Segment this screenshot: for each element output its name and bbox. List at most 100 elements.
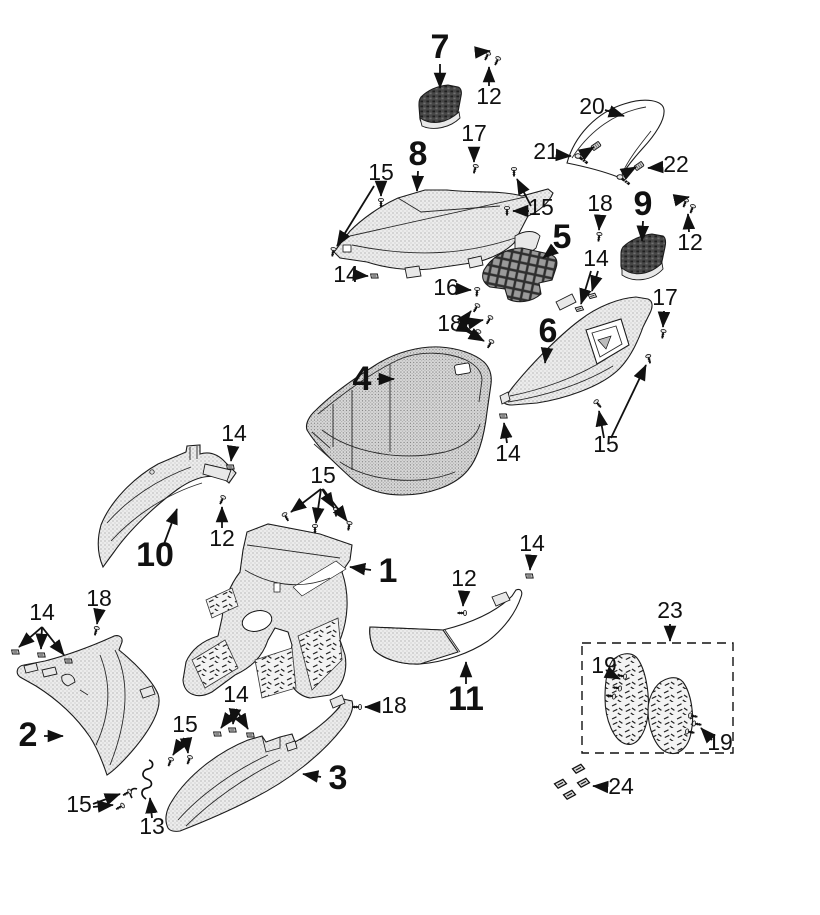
callout-9: 9 <box>634 185 653 242</box>
callout-12-label: 12 <box>451 565 477 591</box>
part-1-center-footboard <box>182 523 353 699</box>
callout-15-f: 15 <box>66 791 121 817</box>
callout-14-d: 14 <box>221 420 247 462</box>
callout-19-a: 19 <box>591 652 621 680</box>
callout-12-c: 12 <box>209 506 235 551</box>
callout-15-a: 15 <box>336 159 394 247</box>
callout-23-label: 23 <box>657 597 683 623</box>
part-6-side-panel <box>499 293 653 406</box>
callout-15-label: 15 <box>368 159 394 185</box>
callout-22: 22 <box>647 151 689 177</box>
callout-2-label: 2 <box>19 716 38 754</box>
callout-17-b: 17 <box>652 284 678 328</box>
callout-12-top: 12 <box>476 66 502 109</box>
callout-15-label: 15 <box>593 431 619 457</box>
callout-14-label: 14 <box>223 681 249 707</box>
callout-6: 6 <box>539 312 558 364</box>
callout-12-b: 12 <box>677 213 703 255</box>
callout-14-label: 14 <box>29 599 55 625</box>
callout-21-label: 21 <box>533 138 559 164</box>
callout-12-d: 12 <box>451 565 477 607</box>
callout-18-label: 18 <box>86 585 112 611</box>
callout-5-label: 5 <box>553 218 572 256</box>
callout-8-label: 8 <box>409 135 428 173</box>
callout-17-top: 17 <box>461 120 487 163</box>
callout-10: 10 <box>136 508 178 574</box>
callout-22-label: 22 <box>663 151 689 177</box>
callout-3: 3 <box>302 759 348 797</box>
callout-18-label: 18 <box>381 692 407 718</box>
callout-14-b: 14 <box>579 245 609 305</box>
callout-23: 23 <box>657 597 683 642</box>
callout-12-label: 12 <box>476 83 502 109</box>
callout-18-e: 18 <box>364 692 407 718</box>
callout-3-label: 3 <box>329 759 348 797</box>
callout-20: 20 <box>579 93 625 119</box>
callout-15-label: 15 <box>310 462 336 488</box>
part-13-trim-wire <box>129 759 154 800</box>
callout-4-label: 4 <box>353 360 372 398</box>
callout-24-label: 24 <box>608 773 634 799</box>
callout-15-label: 15 <box>172 711 198 737</box>
callout-14-e: 14 <box>519 530 545 571</box>
part-8-side-fairing <box>333 188 554 279</box>
callout-21: 21 <box>533 138 572 164</box>
callout-14-label: 14 <box>495 440 521 466</box>
callout-19-label: 19 <box>707 729 733 755</box>
callout-16-label: 16 <box>433 274 459 300</box>
callout-14-label: 14 <box>519 530 545 556</box>
callout-17-label: 17 <box>652 284 678 310</box>
part-5-inspection-cover <box>482 247 558 303</box>
callout-18-label: 18 <box>587 190 613 216</box>
part-7-grille <box>418 84 462 129</box>
callout-7-label: 7 <box>431 28 450 66</box>
callout-17-label: 17 <box>461 120 487 146</box>
callout-11: 11 <box>448 661 484 718</box>
part-24-clips <box>553 763 591 801</box>
callout-18-a: 18 <box>587 190 613 231</box>
callout-18-d: 18 <box>86 585 112 625</box>
callout-10-label: 10 <box>136 536 174 574</box>
callout-5: 5 <box>542 218 572 259</box>
callout-1: 1 <box>349 552 398 590</box>
loose-fasteners <box>11 46 697 813</box>
callout-15-c: 15 <box>593 364 647 457</box>
part-3-lower-spoiler <box>165 694 354 832</box>
callout-12-label: 12 <box>677 229 703 255</box>
callout-11-label: 11 <box>448 680 484 718</box>
callout-14-label: 14 <box>333 261 359 287</box>
callout-18-b: 18 <box>437 310 485 342</box>
part-2-front-lower-panel <box>16 635 160 776</box>
callout-13: 13 <box>139 797 165 839</box>
callout-15-e: 15 <box>172 711 198 756</box>
callout-9-label: 9 <box>634 185 653 223</box>
callout-6-label: 6 <box>539 312 558 350</box>
callout-14-g: 14 <box>220 681 249 730</box>
callout-18-label: 18 <box>437 310 463 336</box>
part-4-underseat-bucket <box>305 346 492 496</box>
callout-14-label: 14 <box>221 420 247 446</box>
callout-15-label: 15 <box>66 791 92 817</box>
part-9-grille <box>620 233 667 281</box>
callout-7: 7 <box>431 28 450 89</box>
callout-14-c: 14 <box>495 422 521 466</box>
callout-15-label: 15 <box>528 194 554 220</box>
callout-8: 8 <box>409 135 428 192</box>
callout-16: 16 <box>433 274 472 300</box>
callout-14-a: 14 <box>333 261 369 287</box>
callout-20-label: 20 <box>579 93 605 119</box>
callout-1-label: 1 <box>379 552 398 590</box>
callout-14-f: 14 <box>18 599 65 656</box>
part-11-lower-side-panel <box>369 588 523 665</box>
callout-19-b: 19 <box>700 727 733 755</box>
callout-24: 24 <box>592 773 634 799</box>
callout-19-label: 19 <box>591 652 617 678</box>
bolt-to-spacer-arrow <box>619 166 637 180</box>
part-10-front-panel <box>97 444 237 569</box>
callout-4: 4 <box>353 360 395 398</box>
callout-12-label: 12 <box>209 525 235 551</box>
callout-14-label: 14 <box>583 245 609 271</box>
callout-2: 2 <box>19 716 64 754</box>
